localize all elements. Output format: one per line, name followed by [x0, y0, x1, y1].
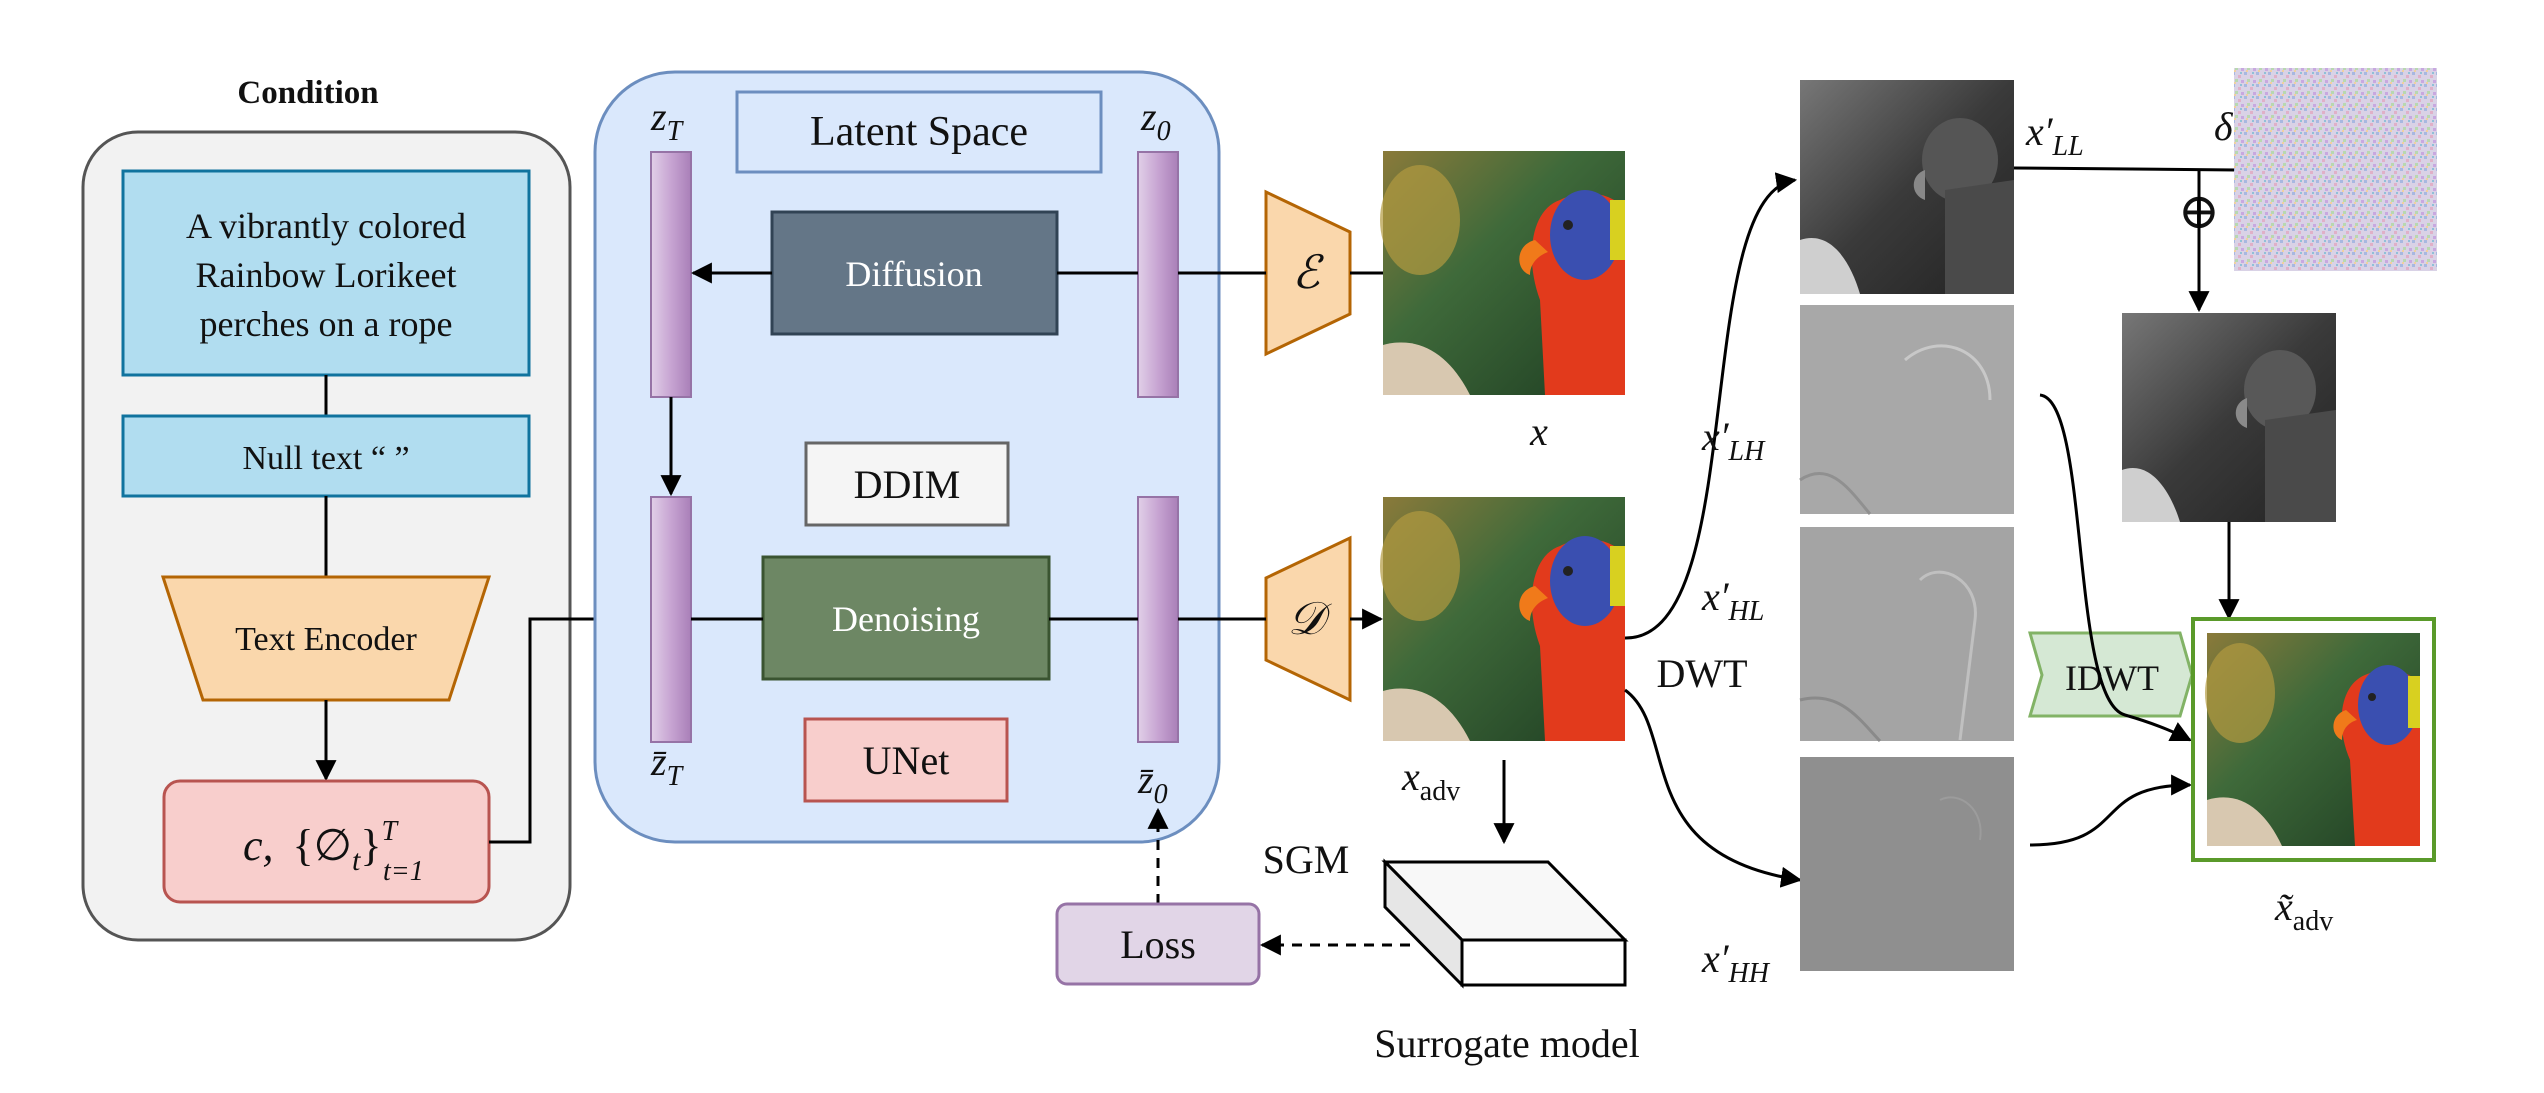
LH-label: x′LH [1701, 414, 1766, 467]
HL-x: x′ [1701, 574, 1730, 619]
prompt-line-2: Rainbow Lorikeet [196, 255, 457, 295]
LL-label: x′LL [2025, 109, 2084, 162]
x-label: x [1529, 409, 1548, 454]
encoder-symbol: ℰ [1292, 247, 1324, 298]
prompt-line-3: perches on a rope [200, 304, 453, 344]
xtilde-x: x̃ [2274, 884, 2294, 929]
z0-sub: 0 [1157, 116, 1171, 147]
surrogate-model-block [1381, 858, 1629, 989]
ddim-box [804, 441, 1010, 527]
unet-box [803, 717, 1009, 803]
wavelet-HH-image [1800, 757, 2014, 971]
zbarT-label: z̄T [650, 739, 685, 792]
noise-perturbation-image [2234, 68, 2437, 271]
xadv-sub: adv [1420, 776, 1460, 807]
HH-sub: HH [1728, 958, 1771, 989]
HH-x: x′ [1701, 936, 1730, 981]
delta-label: δ [2214, 104, 2234, 149]
sgm-label: SGM [1263, 837, 1350, 882]
dwt-label: DWT [1656, 651, 1747, 696]
z0-z: z [1140, 94, 1157, 139]
latent-column-zbar0 [1137, 496, 1179, 743]
encoder-shape [1264, 189, 1352, 357]
latent-column-zbarT [650, 496, 692, 743]
latent-column-z0 [1137, 151, 1179, 398]
xtilde-sub: adv [2293, 906, 2333, 937]
decoder-shape [1264, 535, 1352, 703]
null-text-label: Null text “ ” [242, 440, 409, 477]
diffusion-label: Diffusion [845, 254, 982, 294]
arrow-HH-to-output [2029, 774, 2193, 847]
xadv-label: xadv [1401, 754, 1460, 807]
unet-label: UNet [863, 738, 950, 783]
prompt-box [121, 169, 531, 377]
wavelet-LL-image [1800, 80, 2014, 294]
embedding-t-sub: t [352, 844, 361, 877]
loss-box [1055, 902, 1261, 986]
HL-sub: HL [1728, 596, 1765, 627]
zT-z: z [650, 94, 667, 139]
LH-x: x′ [1701, 414, 1730, 459]
idwt-label: IDWT [2065, 658, 2159, 698]
embedding-sup: T [381, 816, 399, 847]
embedding-sub: t=1 [383, 856, 424, 887]
arrow-dwt-to-LL [1624, 172, 1798, 640]
zbar0-z: z̄ [1137, 757, 1154, 802]
HL-label: x′HL [1701, 574, 1764, 627]
denoising-label: Denoising [832, 599, 980, 639]
prompt-line-1: A vibrantly colored [186, 206, 466, 246]
surrogate-label: Surrogate model [1374, 1021, 1640, 1066]
condition-title: Condition [237, 75, 378, 111]
embedding-set: {∅ [293, 821, 352, 870]
text-encoder-shape [160, 575, 492, 702]
zbar0-label: z̄0 [1137, 757, 1168, 810]
xtilde-label: x̃adv [2274, 884, 2333, 937]
zbarT-z: z̄ [650, 739, 667, 784]
embedding-close: } [360, 821, 381, 870]
zbar0-sub: 0 [1154, 779, 1168, 810]
LH-sub: LH [1728, 436, 1767, 467]
HH-label: x′HH [1701, 936, 1771, 989]
parrot-image-x [1380, 151, 1625, 395]
connector-line [2013, 166, 2238, 172]
wavelet-LH-image [1799, 305, 2014, 515]
wavelet-HL-image [1799, 527, 2014, 743]
denoising-box [761, 555, 1051, 681]
LL-sub: LL [2052, 131, 2084, 162]
loss-label: Loss [1120, 922, 1196, 967]
perturbed-LL-image [2122, 313, 2336, 522]
arrow-dwt-to-HH [1624, 688, 1803, 888]
xadv-x: x [1401, 754, 1420, 799]
LL-x: x′ [2025, 109, 2054, 154]
embedding-c: c, [243, 821, 274, 870]
latent-space-title: Latent Space [810, 109, 1028, 155]
ddim-label: DDIM [854, 462, 961, 507]
zbarT-sub: T [667, 761, 685, 792]
parrot-image-xadv [1380, 497, 1625, 741]
zT-label: zT [650, 94, 685, 147]
z0-label: z0 [1140, 94, 1171, 147]
output-parrot-image [2205, 633, 2420, 846]
diffusion-box [770, 210, 1059, 336]
latent-space-title-box [735, 90, 1103, 174]
arrow-LH-HL-to-output [2039, 393, 2192, 742]
latent-column-zT [650, 151, 692, 398]
idwt-shape [2027, 631, 2194, 718]
arrow-embedding-to-latent [489, 608, 651, 844]
text-encoder-label: Text Encoder [235, 621, 417, 658]
zT-sub: T [667, 116, 685, 147]
